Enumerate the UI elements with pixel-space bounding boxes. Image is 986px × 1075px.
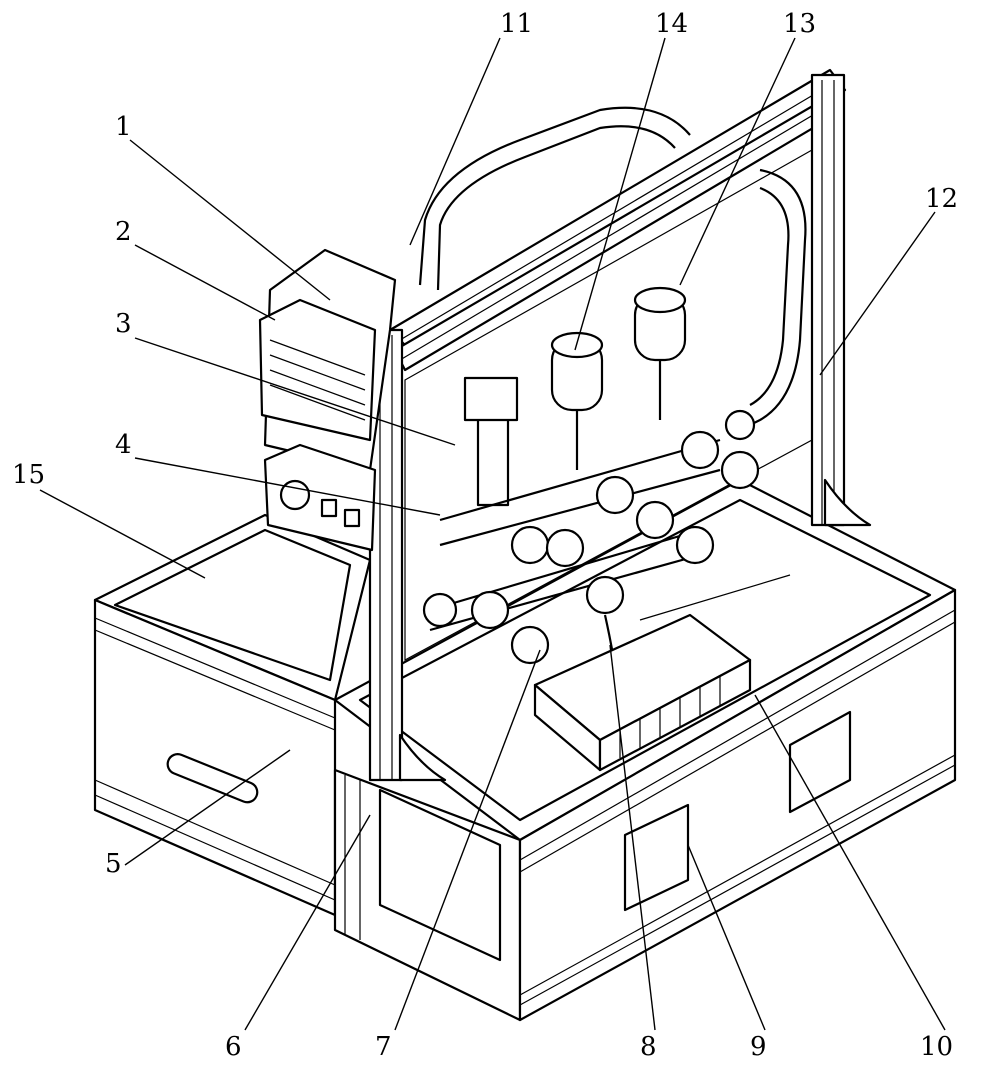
label-3: 3: [115, 309, 132, 339]
label-12: 12: [925, 184, 958, 214]
label-15: 15: [12, 460, 45, 490]
label-1: 1: [115, 112, 132, 142]
label-4: 4: [115, 430, 132, 460]
label-13: 13: [783, 9, 816, 39]
label-5: 5: [105, 849, 122, 879]
label-8: 8: [640, 1032, 657, 1062]
label-14: 14: [655, 9, 688, 39]
label-10: 10: [920, 1032, 953, 1062]
pump-unit: [260, 250, 395, 550]
label-11: 11: [500, 9, 533, 39]
sensor-head: [465, 378, 517, 420]
label-2: 2: [115, 217, 132, 247]
left-drawer-box: [95, 515, 370, 915]
label-6: 6: [225, 1032, 242, 1062]
label-7: 7: [375, 1032, 392, 1062]
label-9: 9: [750, 1032, 767, 1062]
